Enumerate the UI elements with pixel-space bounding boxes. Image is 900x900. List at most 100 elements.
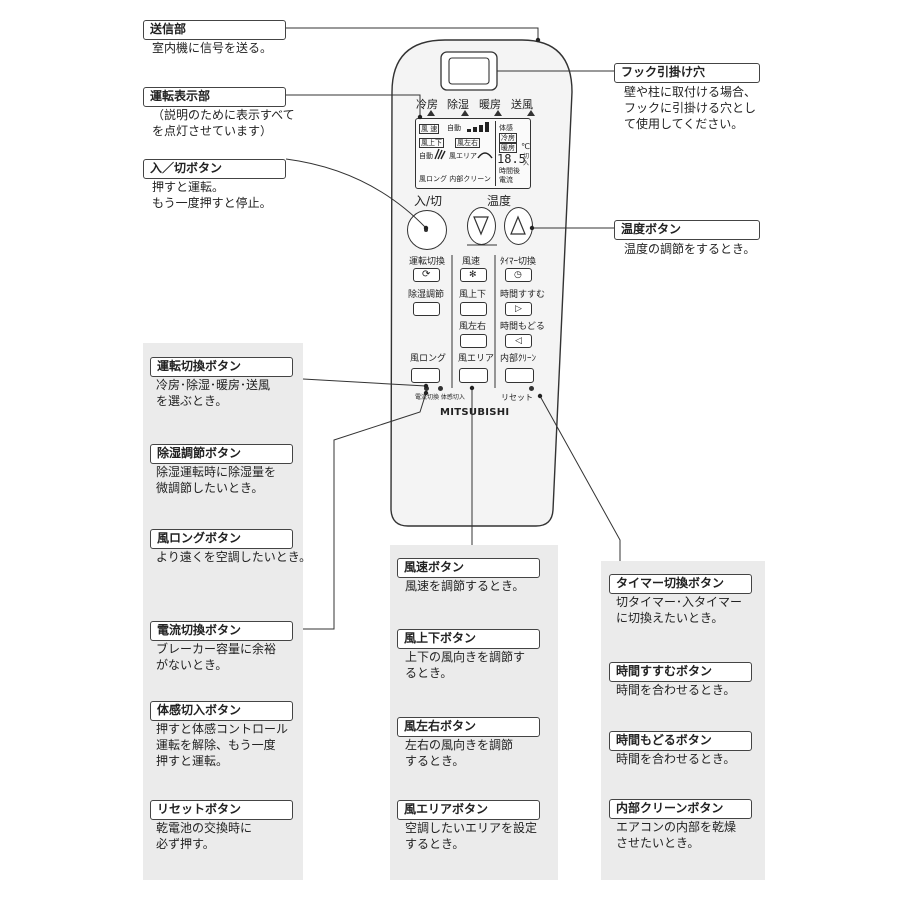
left-desc-0: 冷房･除湿･暖房･送風 を選ぶとき。 xyxy=(156,378,271,408)
mode-sofu: 送風 xyxy=(511,98,533,111)
label-clean: 内部ｸﾘｰﾝ xyxy=(500,354,537,364)
label-susumu: 時間すすむ xyxy=(500,290,546,300)
callout-hyoji-desc: （説明のために表示すべて を点灯させています） xyxy=(152,108,295,138)
lcd-temperature: 18.5 xyxy=(497,152,526,166)
right-title-2: 時間もどるボタン xyxy=(609,731,752,751)
callout-ondo-desc: 温度の調節をするとき。 xyxy=(624,242,756,256)
label-small-left: 電流切換 体感切入 xyxy=(415,394,465,401)
unten-button[interactable]: ⟳ xyxy=(413,268,440,282)
callout-sosin-title: 送信部 xyxy=(143,20,286,40)
label-kaze-ud: 風上下 xyxy=(459,290,487,300)
lcd-long-clean: 風ロング 内部クリーン xyxy=(419,175,491,183)
cycle-icon: ⟳ xyxy=(422,269,431,280)
lcd-kaze-lr: 風左右 xyxy=(455,138,480,148)
right-panel-bg xyxy=(601,561,765,880)
denryu-button[interactable] xyxy=(424,386,429,391)
label-reset: リセット xyxy=(501,393,533,402)
mid-desc-3: 空調したいエリアを設定 するとき。 xyxy=(405,821,538,851)
right-desc-0: 切タイマー･入タイマー に切換えたいとき。 xyxy=(616,595,743,625)
fusoku-button[interactable]: ✻ xyxy=(460,268,487,282)
lcd-kaze-ud: 風上下 xyxy=(419,138,444,148)
kaze-lr-button[interactable] xyxy=(460,334,487,348)
mid-title-3: 風エリアボタン xyxy=(397,800,540,820)
left-title-4: 体感切入ボタン xyxy=(150,701,293,721)
mode-joshitsu: 除湿 xyxy=(447,98,469,111)
mode-reibo: 冷房 xyxy=(416,98,438,111)
label-long: 風ロング xyxy=(410,354,447,364)
lcd-taikan: 体感 xyxy=(499,124,513,132)
label-fusoku: 風速 xyxy=(462,257,481,267)
left-title-3: 電流切換ボタン xyxy=(150,621,293,641)
susumu-button[interactable]: ▷ xyxy=(505,302,532,316)
right-desc-2: 時間を合わせるとき。 xyxy=(616,752,736,766)
left-title-0: 運転切換ボタン xyxy=(150,357,293,377)
mid-title-2: 風左右ボタン xyxy=(397,717,540,737)
lcd-jido2: 自動 xyxy=(419,152,433,160)
lcd-denryu: 電流 xyxy=(499,176,513,184)
lcd-jikango: 時間後 xyxy=(499,167,520,175)
lcd-unit: ℃ xyxy=(521,142,530,151)
label-timer: ﾀｲﾏｰ切換 xyxy=(500,257,537,267)
power-label: 入/切 xyxy=(414,194,443,208)
right-desc-1: 時間を合わせるとき。 xyxy=(616,683,736,697)
mid-desc-0: 風速を調節するとき。 xyxy=(405,579,525,593)
lcd-area: 風エリア xyxy=(449,152,477,160)
joshitsu-button[interactable] xyxy=(413,302,440,316)
left-desc-4: 押すと体感コントロール 運転を解除、もう一度 押すと運転。 xyxy=(156,722,289,768)
lcd-divider xyxy=(495,121,496,186)
callout-sosin-desc: 室内機に信号を送る。 xyxy=(152,41,273,55)
taikan-button[interactable] xyxy=(438,386,443,391)
left-desc-2: より遠くを空調したいとき。 xyxy=(156,550,312,564)
lcd-on: 入 xyxy=(523,160,530,167)
left-desc-1: 除湿運転時に除湿量を 微調節したいとき。 xyxy=(156,465,277,495)
mid-desc-2: 左右の風向きを調節 するとき。 xyxy=(405,738,514,768)
left-desc-3: ブレーカー容量に余裕 がないとき。 xyxy=(156,642,277,672)
right-title-1: 時間すすむボタン xyxy=(609,662,752,682)
temp-down-button[interactable] xyxy=(467,207,496,245)
callout-ondo-title: 温度ボタン xyxy=(614,220,760,240)
modoru-button[interactable]: ◁ xyxy=(505,334,532,348)
timer-button[interactable]: ◷ xyxy=(505,268,532,282)
callout-hook-desc: 壁や柱に取付ける場合、 フックに引掛ける穴とし て使用してください。 xyxy=(624,85,757,131)
area-button[interactable] xyxy=(459,368,488,383)
callout-hook-title: フック引掛け穴 xyxy=(614,63,760,83)
lcd-jido1: 自動 xyxy=(447,124,461,132)
right-title-3: 内部クリーンボタン xyxy=(609,799,752,819)
mid-panel-bg xyxy=(390,545,558,880)
mid-title-0: 風速ボタン xyxy=(397,558,540,578)
mid-title-1: 風上下ボタン xyxy=(397,629,540,649)
lcd-heat: 暖房 xyxy=(499,143,517,153)
play-right-icon: ▷ xyxy=(515,304,522,314)
left-panel-bg xyxy=(143,343,303,880)
callout-hyoji-title: 運転表示部 xyxy=(143,87,286,107)
clock-icon: ◷ xyxy=(514,270,522,280)
long-button[interactable] xyxy=(411,368,440,383)
right-desc-3: エアコンの内部を乾燥 させたいとき。 xyxy=(616,820,737,850)
left-title-2: 風ロングボタン xyxy=(150,529,293,549)
lcd-fan-icon xyxy=(434,148,446,160)
mode-danbo: 暖房 xyxy=(479,98,501,111)
mid-desc-1: 上下の風向きを調節す るとき。 xyxy=(405,650,526,680)
label-area: 風エリア xyxy=(458,354,495,364)
triangle-down-icon xyxy=(473,216,489,236)
label-modoru: 時間もどる xyxy=(500,322,545,332)
fan-icon: ✻ xyxy=(469,270,477,280)
label-joshitsu: 除湿調節 xyxy=(408,290,445,300)
left-desc-5: 乾電池の交換時に 必ず押す。 xyxy=(156,821,253,851)
triangle-up-icon xyxy=(510,215,526,235)
lcd-display xyxy=(415,118,531,189)
lcd-fusoku: 風 速 xyxy=(419,124,440,134)
temp-up-button[interactable] xyxy=(504,207,533,245)
left-title-1: 除湿調節ボタン xyxy=(150,444,293,464)
label-kaze-lr: 風左右 xyxy=(459,322,487,332)
kaze-ud-button[interactable] xyxy=(460,302,487,316)
callout-nyukiri-desc: 押すと運転。 もう一度押すと停止。 xyxy=(152,180,272,210)
lcd-area-icon xyxy=(477,152,493,159)
clean-button[interactable] xyxy=(505,368,534,383)
lcd-cool: 冷房 xyxy=(499,133,517,143)
lcd-speed-bars xyxy=(467,122,489,132)
play-left-icon: ◁ xyxy=(515,336,522,346)
reset-button[interactable] xyxy=(529,386,534,391)
label-unten: 運転切換 xyxy=(409,257,446,267)
